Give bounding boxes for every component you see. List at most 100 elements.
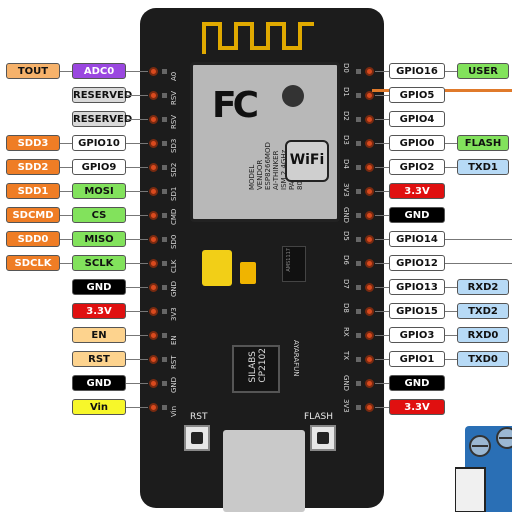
header-pin <box>365 259 374 268</box>
fc-logo: FC <box>212 85 259 126</box>
connector-line <box>60 215 72 216</box>
antenna-trace <box>202 22 314 54</box>
pin-label: GPIO1 <box>389 351 445 367</box>
header-pin <box>149 211 158 220</box>
header-pin <box>149 283 158 292</box>
pad <box>162 213 167 218</box>
connector-line <box>375 335 389 336</box>
pad <box>162 189 167 194</box>
pin-label: FLASH <box>457 135 509 151</box>
wifi-logo: WiFi <box>285 140 329 182</box>
pin-label: MISO <box>72 231 126 247</box>
header-pin <box>365 67 374 76</box>
connector-line <box>126 335 148 336</box>
connector-line <box>126 407 148 408</box>
connector-line <box>126 119 148 120</box>
pin-label: RXD2 <box>457 279 509 295</box>
silk-label: GND <box>170 280 178 297</box>
pad <box>356 333 361 338</box>
header-pin <box>149 67 158 76</box>
header-pin <box>149 307 158 316</box>
silk-label: D1 <box>342 87 350 97</box>
header-pin <box>365 403 374 412</box>
pad <box>162 357 167 362</box>
header-pin <box>365 307 374 316</box>
silk-label: SD1 <box>170 186 178 201</box>
silk-label: EN <box>170 335 178 345</box>
connector-line <box>445 143 457 144</box>
header-pin <box>149 403 158 412</box>
button-cap <box>191 432 203 444</box>
silk-label: GND <box>342 207 350 224</box>
connector-line <box>60 143 72 144</box>
header-pin <box>365 163 374 172</box>
module-line: VENDOR <box>256 159 264 190</box>
silk-label: SD3 <box>170 138 178 153</box>
connector-line <box>126 71 148 72</box>
rst-button[interactable] <box>184 425 210 451</box>
connector-line <box>60 191 72 192</box>
silk-label: D4 <box>342 159 350 169</box>
pin-label: TOUT <box>6 63 60 79</box>
silk-label: GND <box>170 376 178 393</box>
usb-uart-chip <box>232 345 280 393</box>
header-pin <box>149 139 158 148</box>
header-pin <box>149 115 158 124</box>
terminal-block <box>455 426 512 512</box>
flash-button[interactable] <box>310 425 336 451</box>
pin-label: TXD2 <box>457 303 509 319</box>
header-pin <box>365 187 374 196</box>
micro-usb-port <box>223 430 305 512</box>
pin-label: 3.3V <box>72 303 126 319</box>
connector-line <box>375 215 389 216</box>
pin-label: SDD3 <box>6 135 60 151</box>
connector-line <box>126 239 148 240</box>
silk-label: RST <box>170 355 178 369</box>
connector-line <box>375 311 389 312</box>
pin-label: RESERVED <box>72 111 132 127</box>
connector-line <box>375 263 389 264</box>
chip-line: CP2102 <box>258 348 268 383</box>
header-pin <box>149 379 158 388</box>
chip-line: SILABS <box>248 351 258 383</box>
connector-line <box>375 191 389 192</box>
silk-label: D8 <box>342 303 350 313</box>
pin-label: RXD0 <box>457 327 509 343</box>
connector-line <box>126 383 148 384</box>
pad <box>356 309 361 314</box>
header-pin <box>365 379 374 388</box>
header-pin <box>149 91 158 100</box>
pad <box>356 69 361 74</box>
connector-line <box>445 239 512 240</box>
pin-label: TXD0 <box>457 351 509 367</box>
module-line: AI-THINKER <box>272 150 280 190</box>
connector-line <box>375 119 389 120</box>
header-pin <box>149 163 158 172</box>
pin-label: RST <box>72 351 126 367</box>
module-line: ESP8266MOD <box>264 142 272 190</box>
pad <box>162 69 167 74</box>
pin-label: SDCMD <box>6 207 60 223</box>
header-pin <box>365 355 374 364</box>
connector-line <box>126 95 148 96</box>
pin-label: MOSI <box>72 183 126 199</box>
pin-label: 3.3V <box>389 183 445 199</box>
header-pin <box>365 115 374 124</box>
pin-label: GPIO14 <box>389 231 445 247</box>
pin-label: GND <box>389 375 445 391</box>
connector-line <box>126 215 148 216</box>
connector-line <box>445 167 457 168</box>
pad <box>356 357 361 362</box>
pin-label: GPIO15 <box>389 303 445 319</box>
header-pin <box>149 235 158 244</box>
silk-label: TX <box>342 351 350 361</box>
pin-label: CS <box>72 207 126 223</box>
header-pin <box>365 139 374 148</box>
pin-label: GPIO12 <box>389 255 445 271</box>
connector-line <box>126 311 148 312</box>
pad <box>356 285 361 290</box>
connector-line <box>375 407 389 408</box>
pad <box>356 189 361 194</box>
pad <box>162 117 167 122</box>
pin-label: USER <box>457 63 509 79</box>
